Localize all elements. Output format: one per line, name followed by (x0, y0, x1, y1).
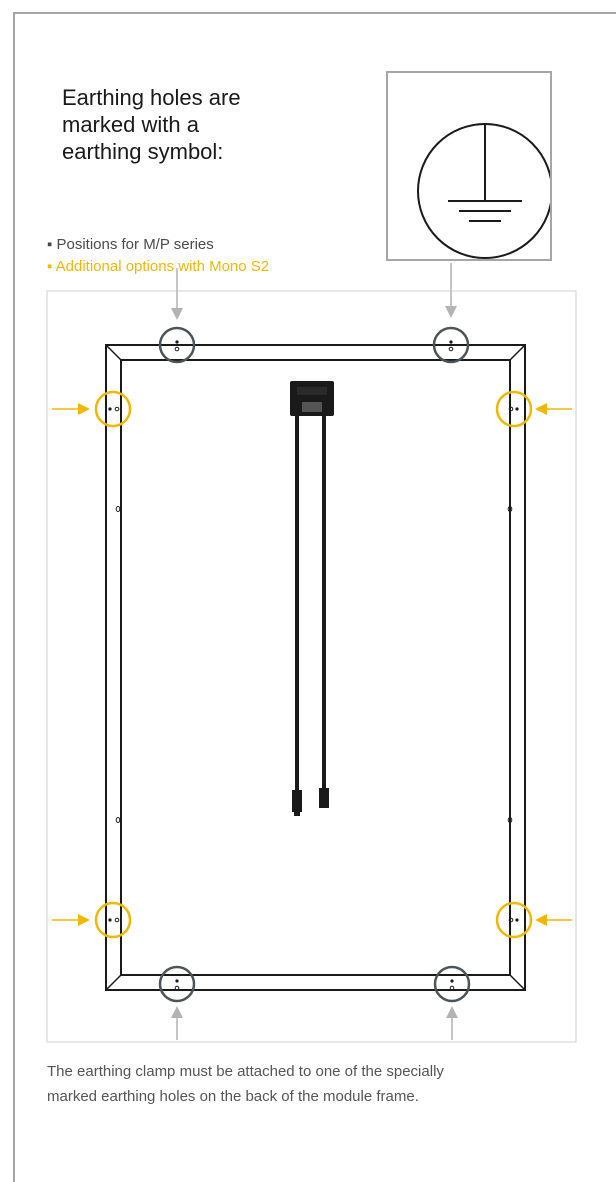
optional-arrows (52, 403, 572, 926)
earthing-hole-top-left (158, 326, 196, 364)
standard-arrows (171, 268, 458, 1040)
caption-line-2: marked earthing holes on the back of the… (47, 1088, 419, 1105)
standard-earthing-holes (158, 326, 471, 1003)
earthing-hole-left-bottom (94, 901, 132, 939)
legend-optional-positions: ▪ Additional options with Mono S2 (47, 258, 270, 275)
heading-line-2: marked with a (62, 112, 199, 137)
earthing-hole-top-right (432, 326, 470, 364)
legend: ▪ Positions for M/P series ▪ Additional … (47, 234, 269, 278)
earthing-hole-right-bottom (495, 901, 533, 939)
optional-earthing-holes (94, 390, 533, 939)
legend-standard-positions: ▪ Positions for M/P series (47, 236, 214, 253)
caption-line-1: The earthing clamp must be attached to o… (47, 1063, 444, 1080)
earthing-hole-bottom-left (158, 965, 196, 1003)
earthing-hole-bottom-right (433, 965, 471, 1003)
earthing-hole-right-top (495, 390, 533, 428)
junction-box-icon (290, 381, 334, 416)
earthing-hole-left-top (94, 390, 132, 428)
earthing-symbol-box (386, 71, 553, 261)
cables (295, 416, 326, 790)
heading: Earthing holes are marked with a earthin… (62, 84, 241, 165)
heading-line-3: earthing symbol: (62, 139, 224, 164)
diagram-area-border (46, 290, 577, 1043)
mounting-holes (115, 506, 513, 823)
module-frame (105, 344, 526, 991)
caption: The earthing clamp must be attached to o… (47, 1059, 444, 1109)
page-border (13, 12, 616, 1182)
connector-icon (292, 784, 329, 816)
heading-line-1: Earthing holes are (62, 85, 241, 110)
